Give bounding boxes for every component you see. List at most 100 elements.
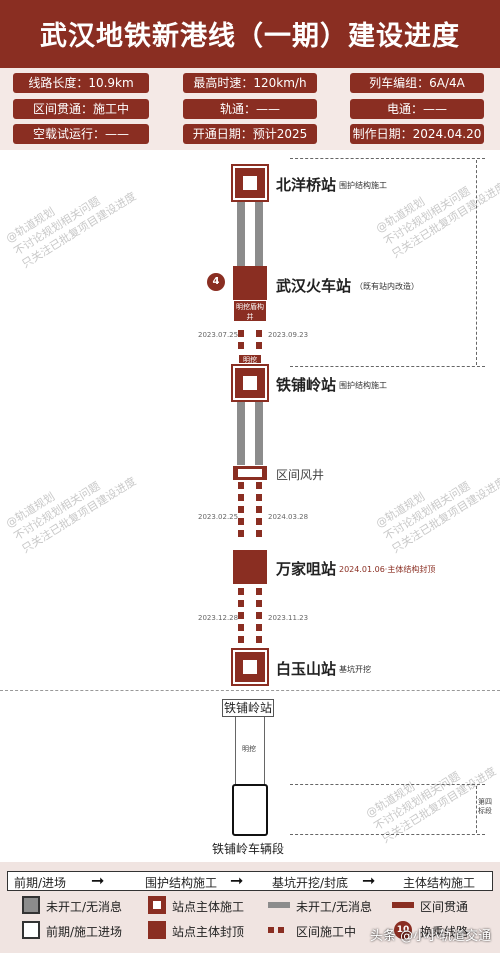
- source-watermark: 头条 @小小轨道交通: [370, 929, 492, 944]
- title-bar: [0, 0, 500, 68]
- legend-swatch-seg-building: [268, 927, 274, 933]
- depot-marker: [232, 784, 268, 836]
- info-length: 线路长度：10.9km: [13, 73, 149, 93]
- track-segment-building: [238, 342, 244, 349]
- station-note: （既有站内改造）: [355, 282, 419, 291]
- flow-step: 前期/进场: [14, 876, 67, 890]
- track-segment-building: [256, 342, 262, 349]
- track-segment-building: [256, 494, 262, 501]
- watermark: @轨道规划不讨论规划相关问题只关注已批复项目建设进度: [373, 179, 500, 261]
- track-segment-building: [256, 530, 262, 537]
- track-segment-building: [238, 530, 244, 537]
- track-segment-building: [238, 482, 244, 489]
- track-segment-building: [238, 494, 244, 501]
- legend-label: 站点主体施工: [172, 900, 245, 914]
- arrow-right-icon: ➞: [362, 871, 376, 890]
- date-label: 2024.03.28: [268, 513, 309, 521]
- station-marker-tiepuling: [231, 364, 269, 402]
- track-segment-building: [256, 624, 262, 631]
- track-segment-building: [256, 588, 262, 595]
- depot-name: 铁铺岭车辆段: [212, 842, 285, 856]
- phase-bracket: [290, 784, 485, 785]
- legend-swatch-seg-done: [392, 902, 414, 908]
- legend-panel: 前期/进场 ➞ 围护结构施工 ➞ 基坑开挖/封底 ➞ 主体结构施工 未开工/无消…: [0, 862, 500, 953]
- section-divider: [0, 690, 500, 691]
- date-label: 2023.09.23: [268, 331, 309, 339]
- station-note: 围护结构施工: [339, 381, 387, 390]
- legend-swatch-station-main: [148, 896, 166, 914]
- track-segment-not-started: [237, 400, 245, 465]
- depot-line: [264, 717, 265, 787]
- station-note: 围护结构施工: [339, 181, 387, 190]
- track-segment-building: [238, 600, 244, 607]
- date-label: 2023.02.25: [198, 513, 239, 521]
- legend-swatch-prep: [22, 921, 40, 939]
- shield-well-tag: 明挖盾构井: [233, 300, 267, 322]
- open-cut-tag: 明挖: [238, 354, 262, 364]
- watermark: @轨道规划不讨论规划相关问题只关注已批复项目建设进度: [363, 764, 499, 846]
- station-marker-wanjiazui: [233, 550, 267, 584]
- track-segment-building: [238, 612, 244, 619]
- flow-step: 主体结构施工: [403, 876, 476, 890]
- flow-step: 围护结构施工: [145, 876, 218, 890]
- track-segment-building: [256, 482, 262, 489]
- date-label: 2023.07.25: [198, 331, 239, 339]
- info-made-date: 制作日期：2024.04.20: [350, 124, 484, 144]
- info-formation: 列车编组：6A/4A: [350, 73, 484, 93]
- station-marker-beiyangqiao: [231, 164, 269, 202]
- legend-label: 未开工/无消息: [46, 900, 123, 914]
- legend-swatch-seg-not-started: [268, 902, 290, 908]
- info-panel: 线路长度：10.9km 最高时速：120km/h 列车编组：6A/4A 区间贯通…: [0, 68, 500, 150]
- track-segment-building: [256, 636, 262, 643]
- track-segment-building: [256, 518, 262, 525]
- track-segment-building: [256, 506, 262, 513]
- depot-method: 明挖: [242, 745, 256, 753]
- station-note: 基坑开挖: [339, 665, 371, 674]
- phase-bracket: [290, 366, 485, 367]
- station-name: 铁铺岭站: [276, 376, 337, 394]
- flow-step: 基坑开挖/封底: [272, 876, 349, 890]
- station-marker-baiyushan: [231, 648, 269, 686]
- phase-label: 第四标段: [478, 798, 492, 815]
- legend-label: 换乘线路: [420, 925, 469, 939]
- info-max-speed: 最高时速：120km/h: [183, 73, 317, 93]
- legend-swatch-seg-building: [278, 927, 284, 933]
- legend-label: 前期/施工进场: [46, 925, 123, 939]
- date-label: 2023.11.23: [268, 614, 309, 622]
- phase-bracket: [476, 160, 477, 365]
- station-name: 北洋桥站: [276, 176, 337, 194]
- track-segment-building: [238, 624, 244, 631]
- info-power: 电通：——: [350, 99, 484, 119]
- track-segment-building: [238, 506, 244, 513]
- station-name: 万家咀站: [276, 560, 337, 578]
- legend-swatch-not-started: [22, 896, 40, 914]
- depot-line: [235, 717, 236, 787]
- legend-swatch-station-capped: [148, 921, 166, 939]
- legend-transfer-badge: 10: [394, 921, 412, 939]
- track-segment-building: [238, 330, 244, 337]
- phase-bracket: [290, 158, 485, 159]
- station-name: 武汉火车站: [276, 277, 352, 295]
- station-name: 白玉山站: [276, 660, 337, 678]
- phase-bracket: [290, 834, 485, 835]
- info-track: 轨通：——: [183, 99, 317, 119]
- station-marker-wuhan-railway: [233, 266, 267, 300]
- track-segment-building: [238, 588, 244, 595]
- info-open-date: 开通日期：预计2025: [183, 124, 317, 144]
- track-segment-building: [238, 518, 244, 525]
- info-trial-run: 空载试运行：——: [13, 124, 149, 144]
- track-segment-not-started: [255, 200, 263, 270]
- date-label: 2023.12.28: [198, 614, 239, 622]
- legend-label: 区间贯通: [420, 900, 469, 914]
- ventilation-shaft-marker: [233, 466, 267, 480]
- track-segment-building: [256, 600, 262, 607]
- track-segment-building: [256, 330, 262, 337]
- info-tunnel: 区间贯通：施工中: [13, 99, 149, 119]
- arrow-right-icon: ➞: [91, 871, 105, 890]
- legend-label: 站点主体封顶: [172, 925, 245, 939]
- flow-row: [7, 871, 493, 891]
- watermark: @轨道规划不讨论规划相关问题只关注已批复项目建设进度: [3, 474, 139, 556]
- legend-label: 未开工/无消息: [296, 900, 373, 914]
- track-segment-not-started: [237, 200, 245, 270]
- depot-start-station-label: 铁铺岭站: [222, 699, 274, 717]
